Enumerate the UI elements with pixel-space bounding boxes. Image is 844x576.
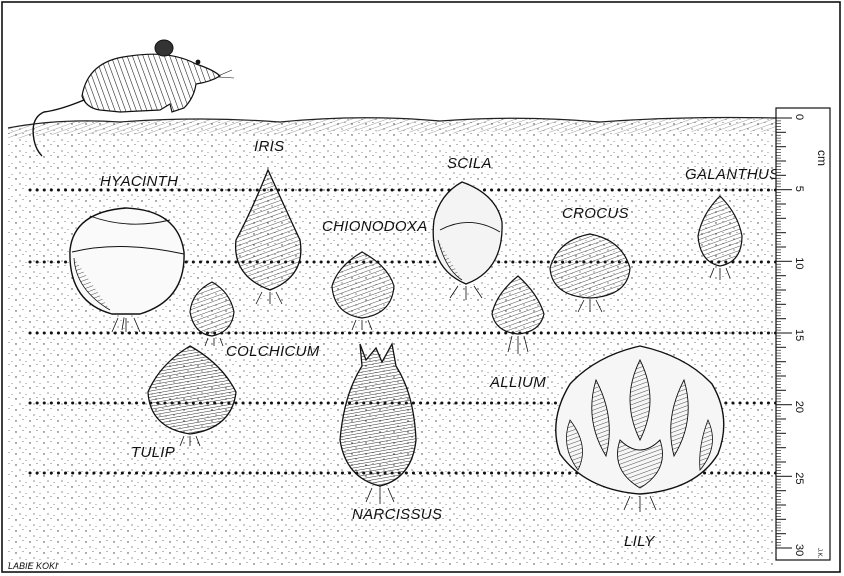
artist-signature: LABIE KOKI — [8, 561, 58, 571]
ruler-tick-label: 10 — [793, 257, 805, 269]
label-scila: SCILA — [447, 155, 492, 172]
label-hyacinth: HYACINTH — [100, 173, 178, 190]
label-iris: IRIS — [254, 138, 284, 155]
ruler-mark: J.K. — [816, 548, 822, 559]
label-chionodoxa: CHIONODOXA — [322, 218, 428, 235]
ruler-tick-label: 25 — [793, 472, 805, 484]
ruler-unit: cm — [815, 150, 829, 166]
label-tulip: TULIP — [131, 444, 175, 461]
label-lily: LILY — [624, 533, 655, 550]
ruler-tick-label: 20 — [793, 401, 805, 413]
label-narcissus: NARCISSUS — [352, 506, 442, 523]
ruler-tick-label: 0 — [793, 114, 805, 120]
depth-ruler: 0 5 10 15 20 25 30 cm J.K. — [776, 108, 830, 560]
label-allium: ALLIUM — [489, 374, 546, 391]
ruler-tick-label: 5 — [793, 186, 805, 192]
label-colchicum: COLCHICUM — [226, 343, 320, 360]
label-crocus: CROCUS — [562, 205, 629, 222]
label-galanthus: GALANTHUS — [685, 166, 779, 183]
ruler-tick-label: 15 — [793, 329, 805, 341]
ruler-tick-label: 30 — [793, 544, 805, 556]
